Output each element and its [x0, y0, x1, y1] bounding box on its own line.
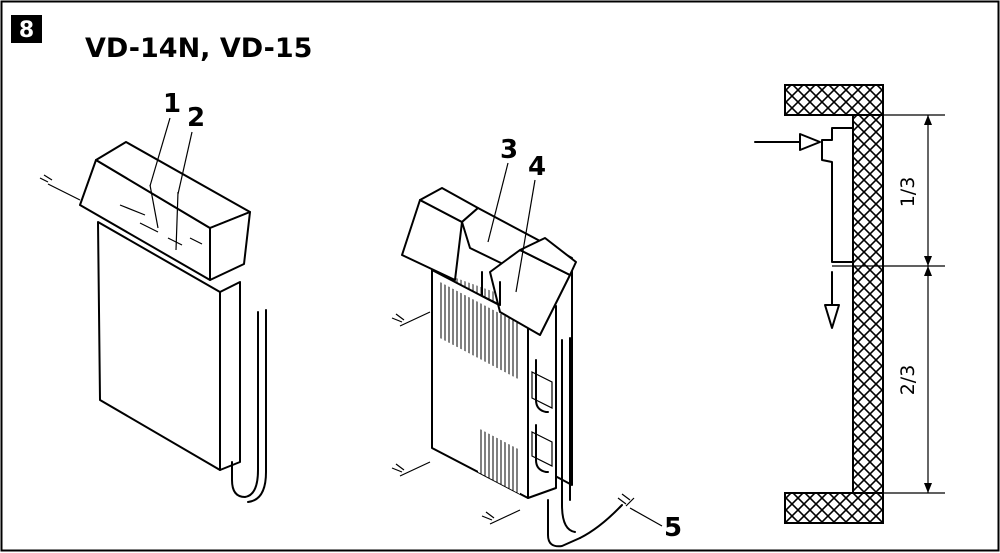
- callout-4: 4: [528, 152, 546, 182]
- heater-open-illustration: [391, 187, 635, 548]
- leader-3: [487, 162, 509, 243]
- figure-number: 8: [19, 18, 34, 43]
- dimension-upper-label: 1/3: [897, 177, 919, 208]
- callout-3: 3: [500, 135, 518, 165]
- figure-title: VD-14N, VD-15: [85, 33, 312, 64]
- leader-5: [629, 507, 663, 527]
- figure-number-badge: 8: [11, 15, 42, 43]
- callout-1: 1: [163, 89, 181, 119]
- callout-5: 5: [664, 513, 682, 543]
- callout-2: 2: [187, 103, 205, 133]
- wall-section-illustration: [754, 84, 945, 524]
- heater-closed-illustration: [39, 141, 267, 503]
- leader-1: [149, 117, 171, 187]
- leader-4: [515, 179, 536, 293]
- dimension-lower-label: 2/3: [897, 365, 919, 396]
- leader-2: [177, 131, 193, 195]
